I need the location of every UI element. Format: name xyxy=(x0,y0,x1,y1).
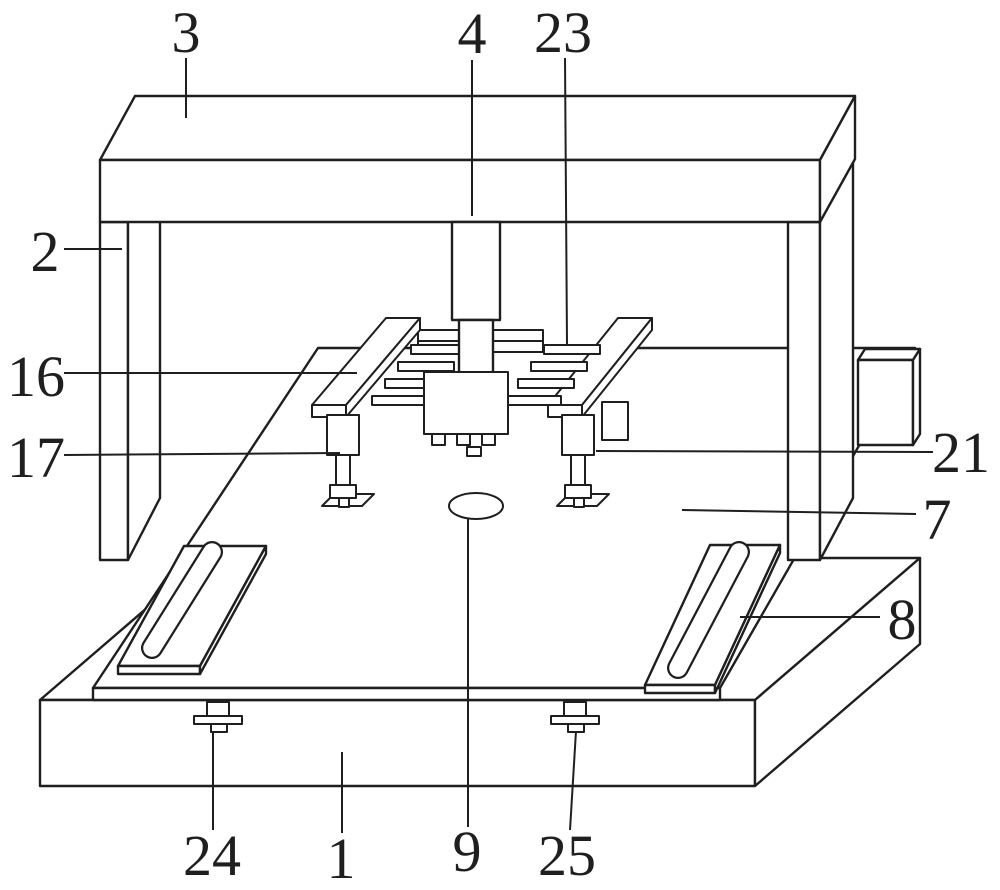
right-slot-hole xyxy=(669,543,748,677)
right-slot-side xyxy=(713,543,782,695)
comb-bar xyxy=(530,361,588,372)
right-support-foot xyxy=(564,484,592,499)
press-block-nub xyxy=(481,433,496,446)
right-column-side xyxy=(818,157,855,562)
part-label-2: 2 xyxy=(31,219,60,284)
front-feet xyxy=(193,701,600,733)
left-support-cylinder xyxy=(326,414,360,508)
right-foot-stem xyxy=(567,723,585,733)
left-support-body xyxy=(326,414,360,456)
right-slot-rail xyxy=(643,541,782,695)
leader-line-21 xyxy=(595,450,934,453)
base-front-face xyxy=(38,698,757,788)
leader-line-25 xyxy=(569,730,577,831)
left-support-foot xyxy=(329,484,357,499)
corner-block-top xyxy=(856,347,922,362)
side-bracket xyxy=(601,401,629,441)
press-cylinder-lower xyxy=(457,318,495,377)
part-label-9: 9 xyxy=(453,819,482,884)
left-foot-head xyxy=(206,701,230,717)
beam-top-face xyxy=(98,94,857,162)
left-slot-side xyxy=(198,544,268,676)
gantry-frame xyxy=(98,94,857,562)
base-right-face xyxy=(753,556,922,788)
part-label-17: 17 xyxy=(7,425,65,490)
right-rail-side xyxy=(581,317,653,418)
corner-block xyxy=(856,347,922,447)
beam-right-face xyxy=(818,94,857,224)
left-support-rod xyxy=(335,454,351,486)
comb-bar xyxy=(371,395,429,406)
right-support-tip xyxy=(573,497,585,508)
corner-block-front xyxy=(856,358,915,447)
right-foot-flange xyxy=(550,715,600,725)
press-block-nub xyxy=(431,433,446,446)
press-block-nub xyxy=(456,433,471,446)
workpiece-oval xyxy=(448,492,504,520)
comb-bar xyxy=(517,378,575,389)
part-label-25: 25 xyxy=(538,823,596,888)
part-label-1: 1 xyxy=(327,826,356,890)
left-adjust-foot xyxy=(193,701,243,733)
right-support-rod xyxy=(570,454,586,486)
part-label-16: 16 xyxy=(7,344,65,409)
clamp-assembly xyxy=(311,220,653,520)
right-support-body xyxy=(561,414,595,456)
right-foot-head xyxy=(563,701,587,717)
beam-front-face xyxy=(98,158,822,224)
left-column-front xyxy=(98,220,130,562)
part-label-23: 23 xyxy=(534,0,592,65)
right-support-cylinder xyxy=(561,414,595,508)
left-rail-side xyxy=(345,317,421,418)
comb-bar xyxy=(504,395,562,406)
right-column-front xyxy=(786,220,822,562)
leader-line-17 xyxy=(63,452,341,456)
spring-comb-left xyxy=(371,344,468,406)
left-foot-flange xyxy=(193,715,243,725)
leader-line-23 xyxy=(564,57,568,345)
center-press-block xyxy=(423,371,509,435)
comb-bar xyxy=(397,361,455,372)
left-support-tip xyxy=(338,497,350,508)
part-label-24: 24 xyxy=(183,823,241,888)
part-label-3: 3 xyxy=(172,0,201,65)
leader-line-7 xyxy=(681,509,917,515)
press-cylinder-upper xyxy=(450,220,502,322)
corner-block-right xyxy=(911,347,922,447)
part-label-7: 7 xyxy=(923,487,952,552)
left-foot-stem xyxy=(210,723,228,733)
left-slot-hole xyxy=(143,543,221,657)
part-label-4: 4 xyxy=(458,1,487,66)
part-label-21: 21 xyxy=(932,420,990,485)
press-block-tip xyxy=(466,446,482,457)
part-label-8: 8 xyxy=(888,587,917,652)
right-slot-front xyxy=(643,683,717,695)
left-slot-rail xyxy=(116,541,268,676)
left-slot-front xyxy=(116,664,202,676)
table-front-face xyxy=(91,686,722,702)
comb-bar xyxy=(543,344,601,355)
